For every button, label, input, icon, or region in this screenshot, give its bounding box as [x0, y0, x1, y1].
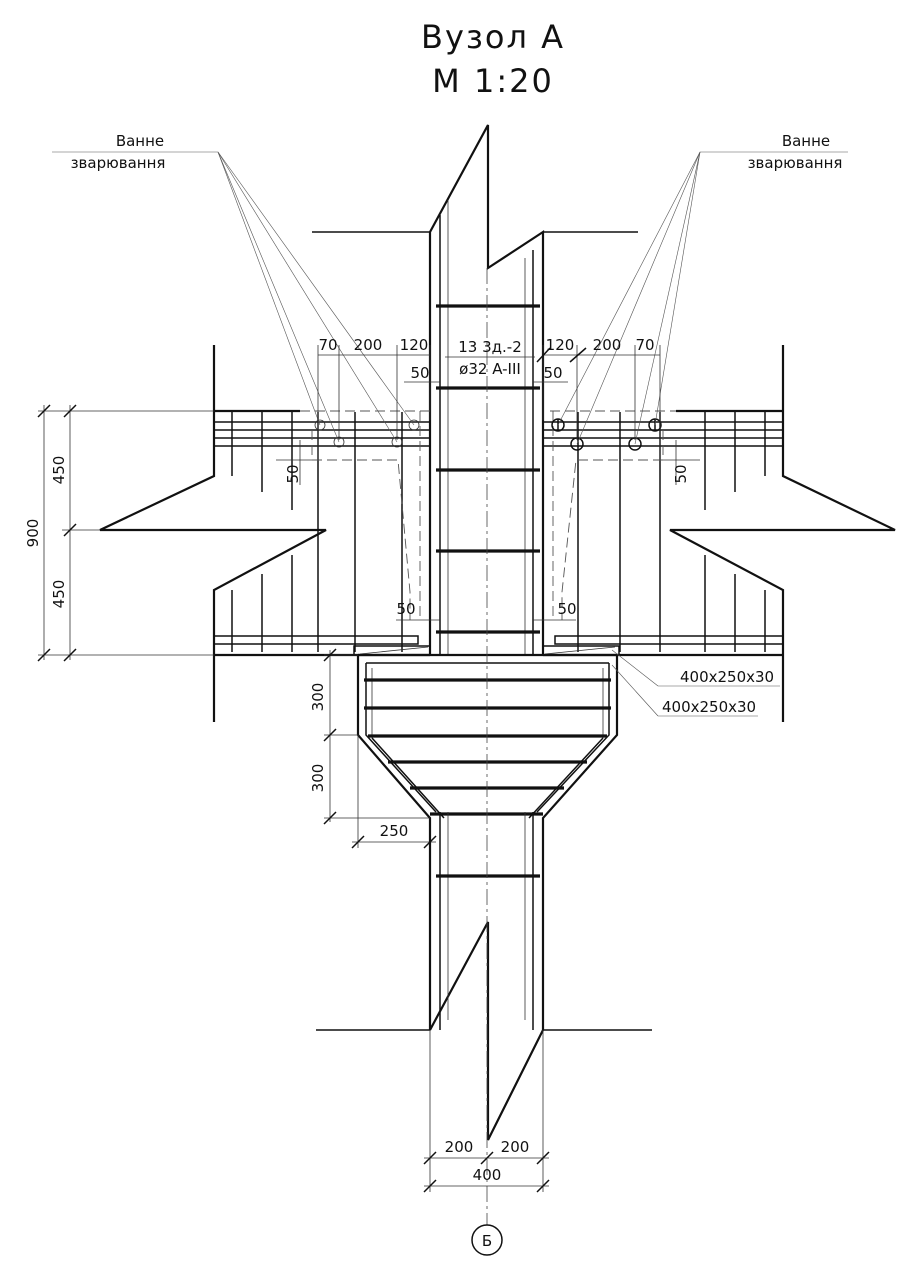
- weld-note-left-2: зварювання: [71, 154, 166, 172]
- plate-callout-lower: 400x250x30: [662, 698, 756, 716]
- left-vertical-dimensions: [37, 404, 214, 662]
- bottom-dimensions: [423, 1030, 550, 1193]
- dim-gap-left-lower: 50: [396, 600, 415, 618]
- dim-gap-right-side: 50: [672, 464, 690, 483]
- dim-gap-left-side: 50: [284, 464, 302, 483]
- dim-console-upper: 300: [309, 683, 327, 712]
- top-dimension-lines: [317, 345, 661, 460]
- dim-gap-left-upper: 50: [410, 364, 429, 382]
- dim-top-right-120: 120: [546, 336, 575, 354]
- dim-bottom-right-200: 200: [501, 1138, 530, 1156]
- dim-height-total: 900: [24, 519, 42, 548]
- corbel-dimensions: [323, 648, 437, 849]
- column-corbel: [353, 645, 620, 1141]
- dim-top-left-120: 120: [400, 336, 429, 354]
- dim-bottom-total-400: 400: [473, 1166, 502, 1184]
- drawing-scale: М 1:20: [432, 62, 554, 100]
- dim-console-lower: 300: [309, 764, 327, 793]
- dim-height-upper: 450: [50, 456, 68, 485]
- drawing-title: Вузол А: [421, 18, 565, 56]
- weld-note-right-1: Ванне: [782, 132, 830, 150]
- left-beam: [99, 345, 430, 722]
- rebar-callout-spec: ø32 A-III: [459, 360, 521, 378]
- weld-note-left-1: Ванне: [116, 132, 164, 150]
- dim-height-lower: 450: [50, 580, 68, 609]
- dim-top-left-70: 70: [318, 336, 337, 354]
- plate-leaders: [611, 649, 780, 717]
- dim-gap-right-lower: 50: [557, 600, 576, 618]
- axis-marker: [471, 1224, 503, 1256]
- dim-bottom-left-200: 200: [445, 1138, 474, 1156]
- dim-top-left-200: 200: [354, 336, 383, 354]
- dim-gap-right-upper: 50: [543, 364, 562, 382]
- welding-leaders: [52, 151, 848, 445]
- plate-callout-upper: 400x250x30: [680, 668, 774, 686]
- upper-column: [428, 124, 545, 655]
- axis-marker-label: Б: [482, 1232, 492, 1250]
- right-beam: [543, 345, 896, 722]
- dim-top-right-70: 70: [635, 336, 654, 354]
- dim-top-right-200: 200: [593, 336, 622, 354]
- dim-console-width: 250: [380, 822, 409, 840]
- rebar-callout-count: 13 3д.-2: [458, 338, 522, 356]
- weld-note-right-2: зварювання: [748, 154, 843, 172]
